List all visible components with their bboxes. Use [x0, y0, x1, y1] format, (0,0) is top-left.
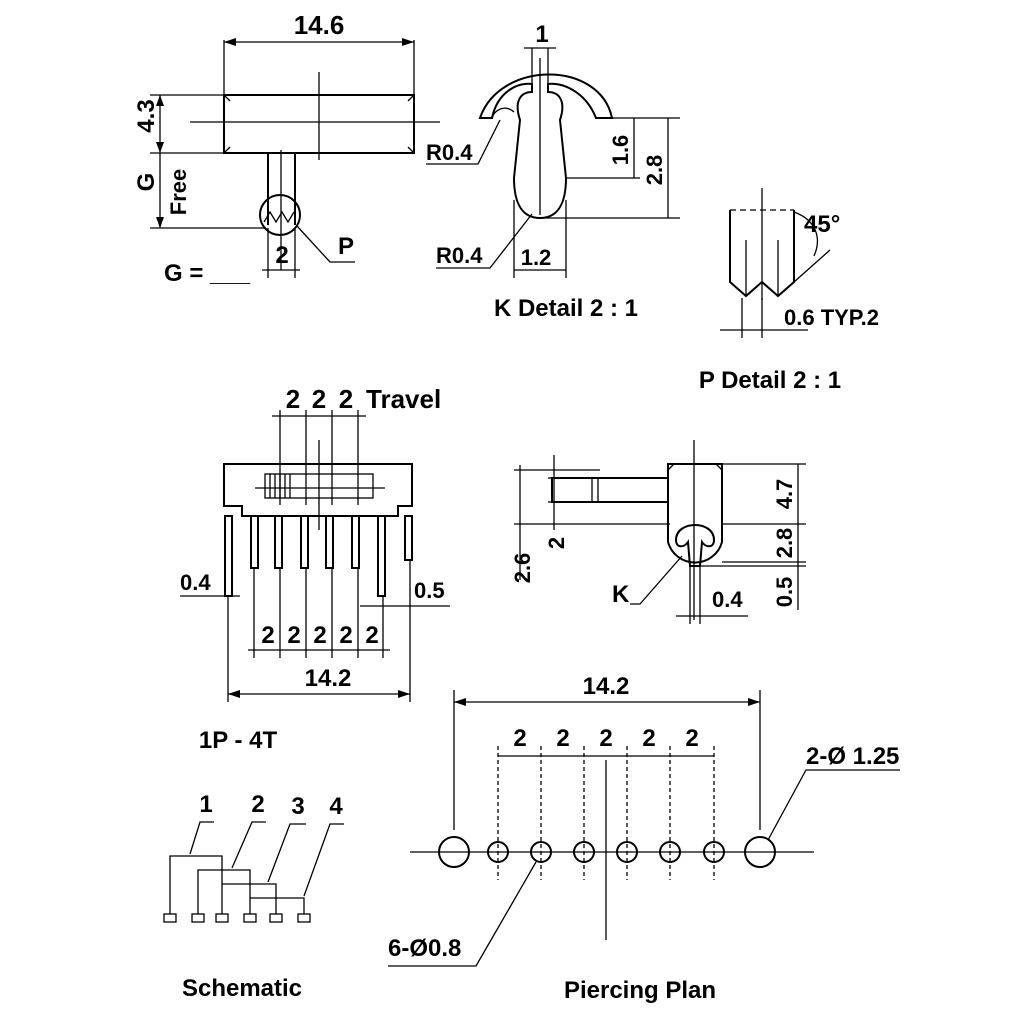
side-dim-2-6: 2.6 — [510, 553, 535, 584]
plan-pitch-4: 2 — [642, 725, 655, 752]
k-radius-upper: R0.4 — [426, 140, 473, 165]
front-pitch-2: 2 — [287, 622, 300, 649]
dim-free-label: Free — [166, 169, 191, 215]
k-detail: 1 R0.4 1.6 2.8 R0.4 1.2 K Detail 2 : 1 — [426, 21, 680, 322]
p-typ-label: 0.6 TYP.2 — [784, 305, 879, 330]
dim-pitch-top: 2 — [275, 242, 288, 269]
front-pitch-4: 2 — [339, 622, 352, 649]
plan-pitch-5: 2 — [685, 725, 698, 752]
side-dim-4-7: 4.7 — [772, 479, 797, 510]
side-housing — [667, 463, 723, 564]
plan-caption: Piercing Plan — [564, 977, 716, 1004]
large-hole-right — [744, 836, 776, 868]
p-detail: 45° 0.6 TYP.2 P Detail 2 : 1 — [699, 188, 879, 394]
plan-holes — [438, 836, 776, 868]
side-dim-0-5: 0.5 — [772, 577, 797, 608]
small-hole — [703, 841, 725, 863]
schematic-caption: Schematic — [182, 975, 302, 1002]
p-detail-caption: P Detail 2 : 1 — [699, 367, 841, 394]
side-dim-2: 2 — [544, 537, 569, 549]
plan-pitch-3: 2 — [599, 725, 612, 752]
front-view: 2 2 2 Travel 2 2 2 2 2 0.4 0.5 — [180, 384, 450, 754]
front-caption: 1P - 4T — [199, 727, 278, 754]
dim-height-top: 4.3 — [133, 99, 160, 132]
g-equals-label: G = ___ — [164, 260, 251, 287]
schematic-terminal-pads — [163, 913, 311, 923]
k-dim-1-6: 1.6 — [608, 135, 633, 166]
travel-dim-1: 2 — [286, 384, 300, 414]
k-hook-profile — [478, 73, 614, 220]
p-ref-label: P — [338, 233, 354, 260]
dim-g-label: G — [133, 173, 160, 192]
front-pitch-5: 2 — [365, 622, 378, 649]
plan-pitch-2: 2 — [556, 725, 569, 752]
k-detail-caption: K Detail 2 : 1 — [494, 295, 638, 322]
small-hole — [573, 841, 595, 863]
side-k-ref: K — [612, 581, 630, 608]
k-radius-lower: R0.4 — [436, 243, 483, 268]
small-hole — [530, 841, 552, 863]
piercing-plan: 14.2 2 2 2 2 2 2-Ø 1.25 6-Ø0.8 Pierci — [388, 673, 900, 1004]
k-dim-top: 1 — [535, 21, 548, 48]
small-hole — [616, 841, 638, 863]
travel-dim-2: 2 — [312, 384, 326, 414]
side-view: 2.6 2 4.7 2.8 0.5 0.4 K — [510, 440, 806, 624]
side-stem — [551, 477, 669, 503]
side-dim-0-4: 0.4 — [712, 587, 743, 612]
dim-width-top: 14.6 — [294, 10, 345, 40]
top-view: 14.6 4.3 G Free 2 P G = ___ — [133, 10, 440, 287]
schematic-terminal-1: 1 — [199, 791, 212, 818]
front-overall-dim: 14.2 — [305, 665, 352, 692]
front-pitch-3: 2 — [313, 622, 326, 649]
switch-housing — [223, 463, 413, 517]
plan-large-hole-callout: 2-Ø 1.25 — [806, 743, 899, 770]
p-detail-callout-circle — [259, 194, 301, 236]
schematic-terminal-2: 2 — [251, 791, 264, 818]
k-dim-1-2: 1.2 — [521, 245, 552, 270]
side-k-hook — [674, 524, 716, 567]
plan-overall-dim: 14.2 — [583, 673, 630, 700]
travel-dim-3: 2 — [339, 384, 353, 414]
schematic-terminal-3: 3 — [291, 793, 304, 820]
plan-small-hole-callout: 6-Ø0.8 — [388, 935, 461, 962]
schematic-terminal-4: 4 — [329, 793, 343, 820]
travel-label: Travel — [366, 384, 441, 414]
front-pitch-1: 2 — [261, 622, 274, 649]
large-hole-left — [438, 836, 470, 868]
front-dim-0-4: 0.4 — [180, 570, 211, 595]
small-hole — [487, 841, 509, 863]
p-angle-label: 45° — [804, 211, 840, 238]
k-dim-2-8: 2.8 — [642, 155, 667, 186]
plan-pitch-1: 2 — [513, 725, 526, 752]
front-dim-0-5: 0.5 — [414, 578, 445, 603]
side-dim-2-8: 2.8 — [772, 528, 797, 559]
schematic: 1 2 3 4 Schematic — [163, 791, 344, 1002]
small-hole — [659, 841, 681, 863]
